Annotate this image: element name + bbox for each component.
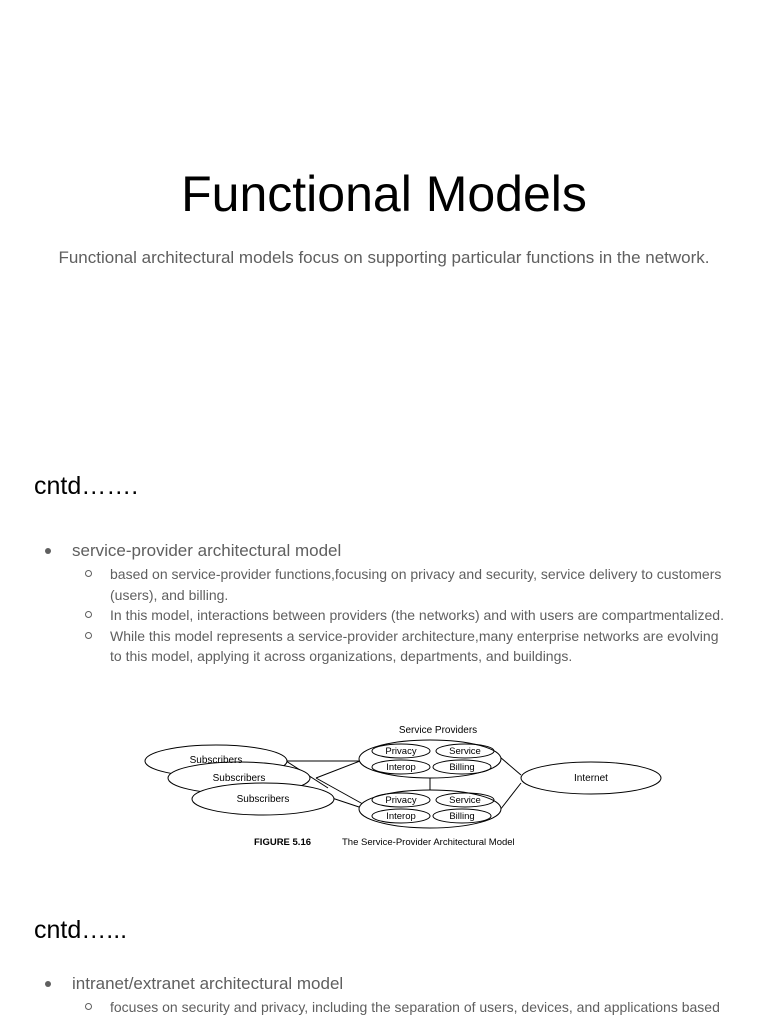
service-label: Service xyxy=(449,795,481,806)
service-ellipse xyxy=(435,792,495,808)
billing-label: Billing xyxy=(449,811,474,822)
hollow-bullet-icon xyxy=(85,631,92,639)
billing-ellipse xyxy=(432,808,492,824)
bullet-dot-icon xyxy=(45,548,51,554)
sub-bullet-item: In this model, interactions between prov… xyxy=(85,605,730,626)
connector-line xyxy=(315,777,371,809)
bullet-item: service-provider architectural model xyxy=(45,540,342,562)
internet-ellipse xyxy=(520,761,662,795)
service-label: Service xyxy=(449,746,481,757)
slide-title: Functional Models xyxy=(181,166,587,222)
sub-bullet-text: based on service-provider functions,focu… xyxy=(110,566,722,603)
bullet-text: intranet/extranet architectural model xyxy=(72,974,344,993)
sub-bullet-text: focuses on security and privacy, includi… xyxy=(110,999,720,1015)
sub-bullet-text: In this model, interactions between prov… xyxy=(110,607,724,623)
connector-line xyxy=(499,782,522,811)
section-heading: cntd…... xyxy=(34,916,128,944)
interop-label: Interop xyxy=(386,762,416,773)
hollow-bullet-icon xyxy=(85,570,92,577)
service-providers-label: Service Providers xyxy=(399,725,477,736)
subscribers-label: Subscribers xyxy=(213,773,266,784)
sub-bullet-list: based on service-provider functions,focu… xyxy=(85,564,730,667)
sub-bullet-item: based on service-provider functions,focu… xyxy=(85,564,730,605)
interop-label: Interop xyxy=(386,811,416,822)
sub-bullet-item: While this model represents a service-pr… xyxy=(85,626,730,667)
sub-bullet-item: focuses on security and privacy, includi… xyxy=(85,997,730,1018)
service-ellipse xyxy=(435,743,495,759)
figure-caption-text: The Service-Provider Architectural Model xyxy=(342,837,515,848)
bullet-text: service-provider architectural model xyxy=(72,541,342,560)
subscribers-label: Subscribers xyxy=(190,755,243,766)
provider-group-ellipse xyxy=(358,789,502,829)
privacy-ellipse xyxy=(371,792,431,808)
billing-ellipse xyxy=(432,759,492,775)
bullet-item: intranet/extranet architectural model xyxy=(45,973,344,995)
connector-line xyxy=(315,760,361,779)
section-heading: cntd……. xyxy=(34,472,139,500)
interop-ellipse xyxy=(371,759,431,775)
service-provider-diagram: Service Providers Subscribers Subscriber… xyxy=(140,720,670,852)
bullet-dot-icon xyxy=(45,981,51,987)
interop-ellipse xyxy=(371,808,431,824)
connector-line xyxy=(499,756,522,776)
figure-caption-number: FIGURE 5.16 xyxy=(254,837,311,848)
privacy-label: Privacy xyxy=(385,746,416,757)
privacy-label: Privacy xyxy=(385,795,416,806)
billing-label: Billing xyxy=(449,762,474,773)
subscribers-ellipse xyxy=(191,782,335,816)
sub-bullet-list: focuses on security and privacy, includi… xyxy=(85,997,730,1018)
subscribers-label: Subscribers xyxy=(237,794,290,805)
provider-group-ellipse xyxy=(358,739,502,779)
hollow-bullet-icon xyxy=(85,611,92,618)
slide-subtitle: Functional architectural models focus on… xyxy=(58,248,710,267)
privacy-ellipse xyxy=(371,743,431,759)
hollow-bullet-icon xyxy=(85,1003,92,1010)
internet-label: Internet xyxy=(574,773,608,784)
sub-bullet-text: While this model represents a service-pr… xyxy=(110,627,719,665)
